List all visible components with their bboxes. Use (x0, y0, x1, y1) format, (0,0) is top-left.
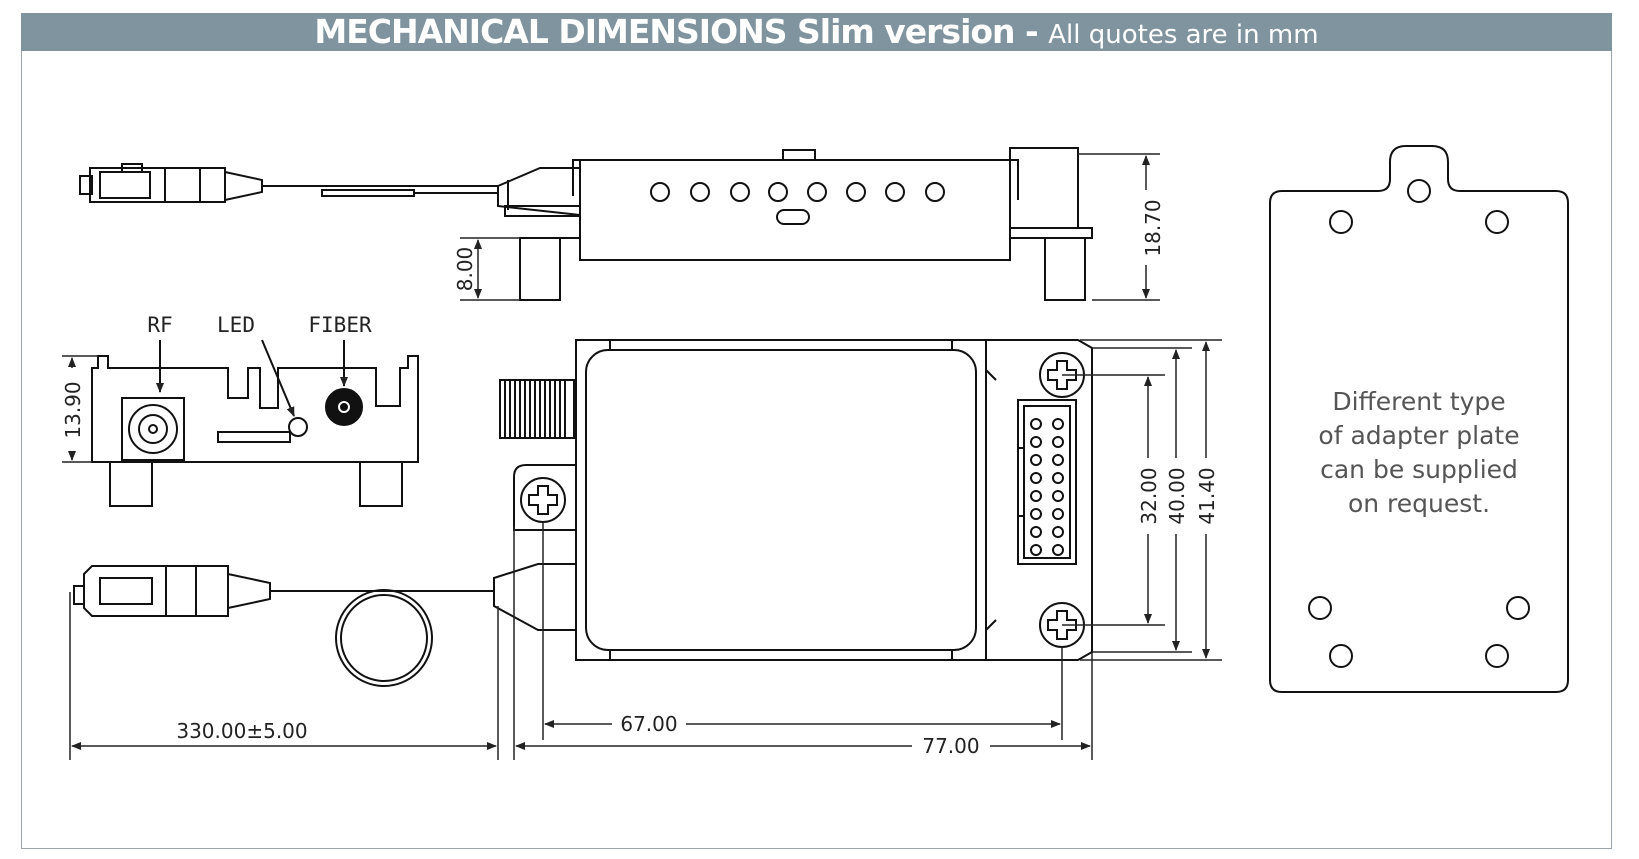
dim-total-length: 77.00 (922, 734, 979, 758)
dim-total-width: 41.40 (1195, 467, 1219, 524)
dim-end-height: 13.90 (61, 381, 85, 438)
dim-body-width: 40.00 (1165, 467, 1189, 524)
label-rf: RF (147, 313, 172, 337)
header-separator: - (1014, 13, 1049, 51)
right-connector-block (986, 339, 1093, 661)
left-mounting-ear (513, 464, 576, 531)
adapter-note-line-4: on request. (1348, 489, 1490, 518)
adapter-note-line-2: of adapter plate (1318, 421, 1519, 450)
header-subtitle: All quotes are in mm (1048, 20, 1319, 50)
dim-hole-vertical: 32.00 (1137, 467, 1161, 524)
page-header: MECHANICAL DIMENSIONS Slim version - All… (21, 13, 1612, 51)
side-cable (262, 185, 498, 197)
sma-connector (499, 379, 575, 439)
side-connector-plug (79, 163, 263, 203)
label-led: LED (217, 313, 255, 337)
dimension-lines (62, 153, 1222, 760)
module-body (575, 339, 997, 661)
fiber-boot (493, 563, 577, 631)
adapter-note-line-3: can be supplied (1320, 455, 1518, 484)
side-body (497, 147, 1093, 301)
label-fiber: FIBER (308, 313, 372, 337)
dim-side-feet: 8.00 (453, 247, 477, 292)
side-led-holes (650, 182, 945, 202)
end-view (91, 339, 419, 507)
adapter-note-line-1: Different type (1332, 387, 1505, 416)
drawing-frame (21, 51, 1612, 849)
header-title: MECHANICAL DIMENSIONS Slim version (314, 13, 1015, 51)
side-view (79, 147, 1093, 301)
top-view (73, 339, 1093, 687)
adapter-plate (1269, 145, 1569, 693)
top-connector-plug (73, 565, 271, 617)
dim-cable-length: 330.00±5.00 (176, 719, 307, 743)
dim-side-height: 18.70 (1141, 199, 1165, 256)
screw-cross-icon (520, 477, 566, 523)
top-cable-loop (270, 589, 494, 687)
dim-hole-spacing: 67.00 (620, 712, 677, 736)
